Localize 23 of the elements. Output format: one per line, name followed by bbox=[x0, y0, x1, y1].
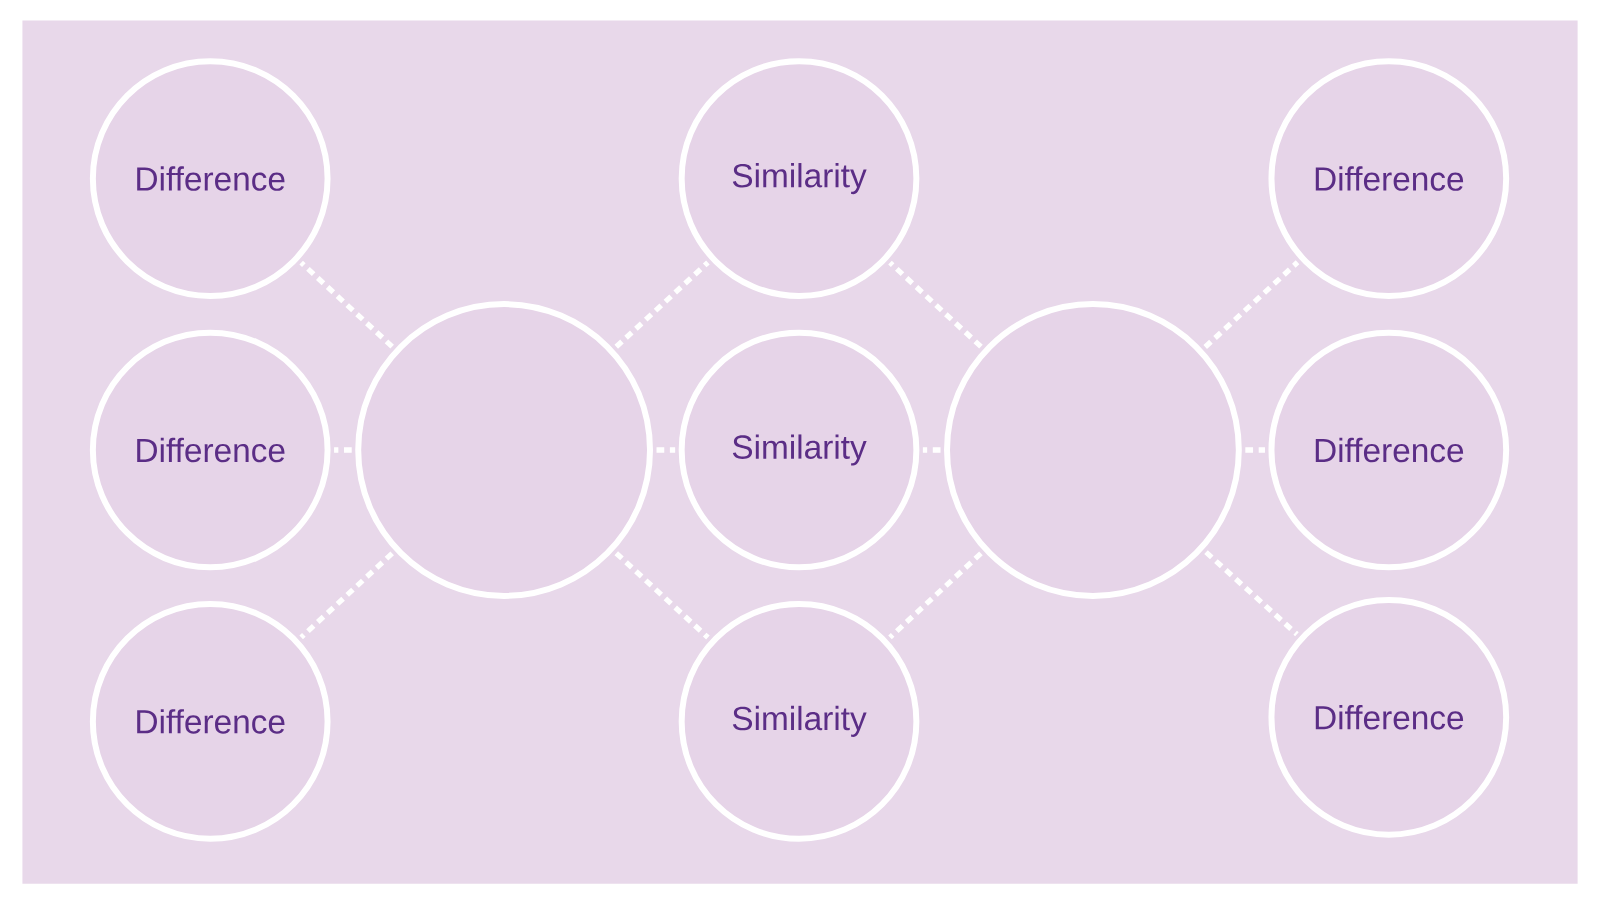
circle-node: Difference bbox=[89, 601, 331, 842]
circle-node: Difference bbox=[1268, 58, 1510, 299]
dotted-connector bbox=[299, 551, 394, 640]
dotted-connector bbox=[656, 447, 676, 453]
dotted-connector bbox=[922, 447, 941, 453]
dotted-connector bbox=[1204, 550, 1299, 637]
circle-node: Similarity bbox=[678, 58, 920, 299]
circle-node: Difference bbox=[89, 329, 331, 571]
empty-circle bbox=[355, 301, 653, 599]
dotted-connector bbox=[299, 260, 394, 349]
dotted-connector bbox=[888, 260, 983, 349]
dotted-connector bbox=[334, 447, 352, 453]
dotted-connector bbox=[888, 551, 983, 640]
circle-node: Similarity bbox=[678, 601, 920, 842]
dotted-connector bbox=[614, 260, 710, 349]
circle-node: Difference bbox=[89, 58, 331, 299]
dotted-connector bbox=[1245, 447, 1265, 453]
circle-node: Similarity bbox=[678, 329, 920, 571]
dotted-connector bbox=[614, 551, 710, 640]
dotted-connector bbox=[1203, 260, 1300, 349]
circle-node: Difference bbox=[1268, 329, 1510, 571]
empty-circle bbox=[944, 301, 1242, 599]
circle-node: Difference bbox=[1268, 596, 1510, 838]
